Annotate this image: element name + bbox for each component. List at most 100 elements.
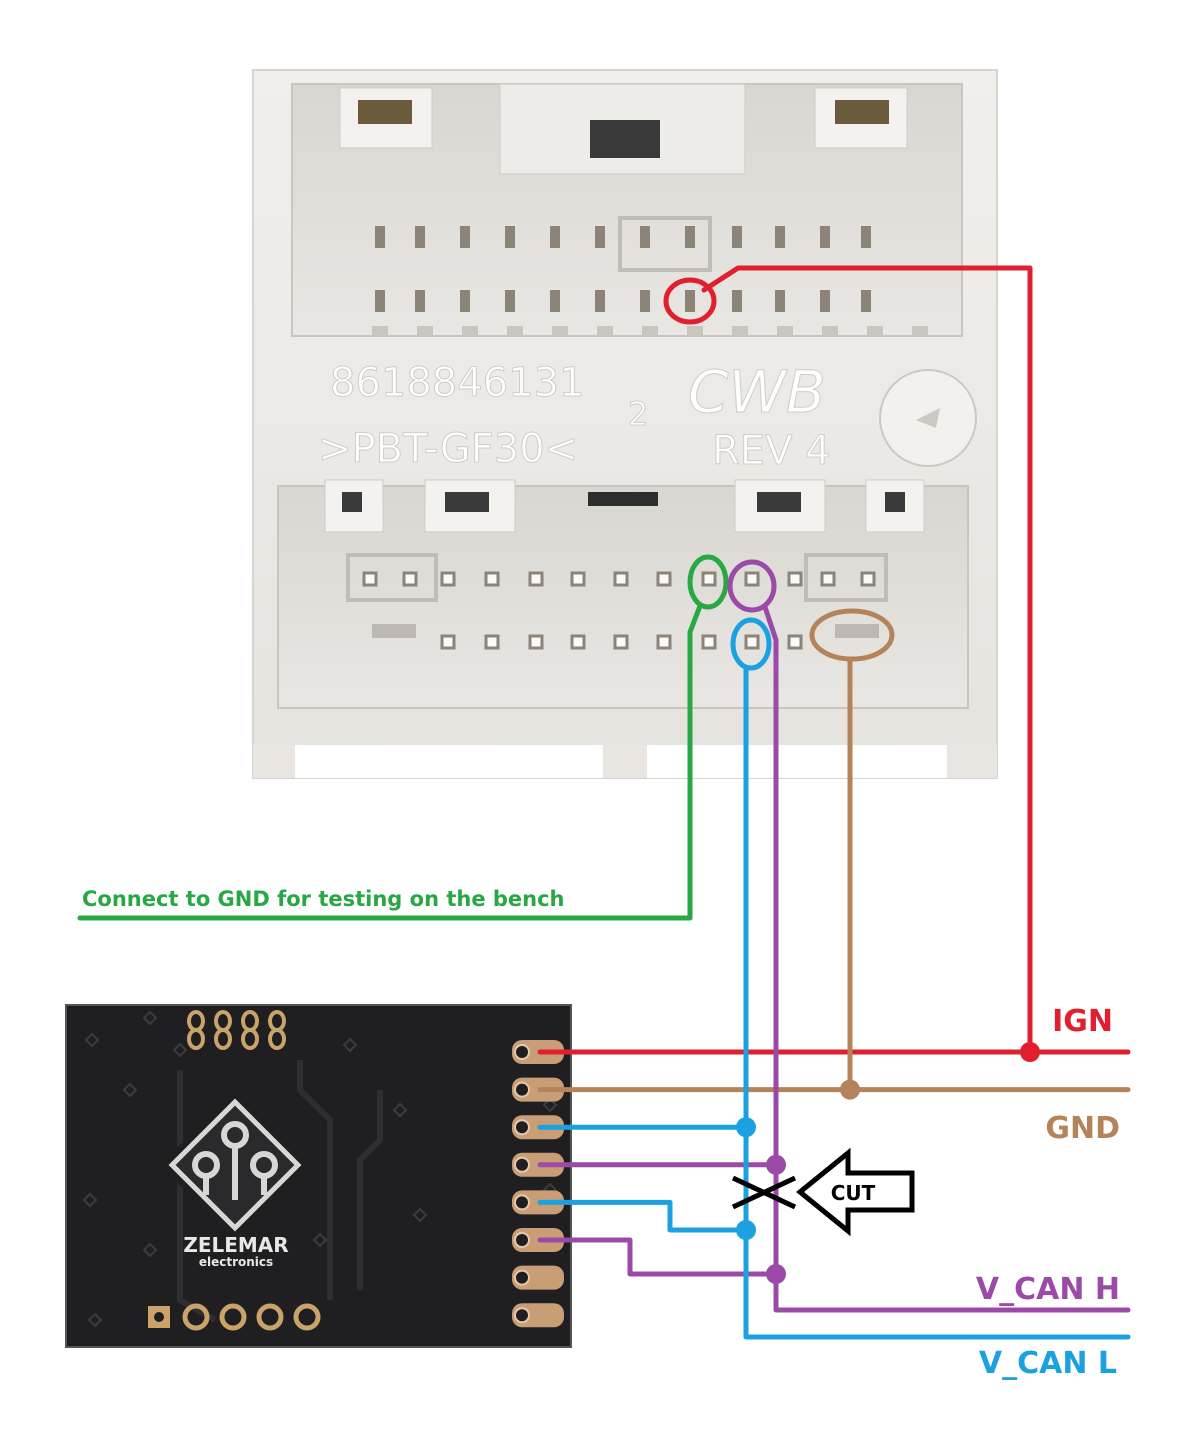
pin-highlight-ring xyxy=(687,554,729,610)
vcan-h-label: V_CAN H xyxy=(976,1272,1120,1307)
terminal-pin xyxy=(640,290,650,312)
upper-pin-rows xyxy=(372,226,928,336)
c1l-wire xyxy=(537,1199,749,1233)
header-pad xyxy=(219,1303,247,1331)
terminal-pin xyxy=(640,226,650,248)
terminal-pin xyxy=(460,226,470,248)
via-mark xyxy=(82,1192,98,1208)
latch-hole xyxy=(445,492,489,512)
date-code-wheel xyxy=(879,369,977,467)
cut-mark-icon xyxy=(731,1175,797,1210)
rib xyxy=(732,326,748,336)
revision-text: REV 4 xyxy=(712,428,831,474)
terminal-pin xyxy=(440,571,456,587)
terminal-pin xyxy=(613,571,629,587)
via-mark xyxy=(87,1312,103,1328)
junction-dot xyxy=(736,1117,756,1138)
terminal-pin xyxy=(528,634,544,650)
pin-hole xyxy=(514,1044,530,1060)
latch-hole xyxy=(342,492,362,512)
can-l-wire xyxy=(743,665,1131,1340)
pin-hole xyxy=(514,1156,530,1173)
terminal-pin xyxy=(861,290,871,312)
terminal-pin xyxy=(787,634,803,650)
pin-frame xyxy=(804,553,888,602)
material-text: >PBT-GF30< xyxy=(318,426,578,472)
cut-callout: CUT xyxy=(731,1147,915,1237)
housing-foot xyxy=(947,745,997,778)
date-wheel-arrow xyxy=(916,408,940,428)
ign-label: IGN xyxy=(1052,1004,1113,1039)
terminal-pin xyxy=(701,634,717,650)
rib xyxy=(372,326,388,336)
via-mark xyxy=(412,1207,428,1223)
via-mark xyxy=(312,1232,328,1248)
rib xyxy=(867,326,883,336)
rib xyxy=(597,326,613,336)
terminal-pin xyxy=(732,290,742,312)
jumper-pad xyxy=(268,1028,286,1050)
rib xyxy=(777,326,793,336)
pin-hole xyxy=(514,1269,530,1286)
terminal-pin xyxy=(484,571,500,587)
terminal-pin xyxy=(860,571,876,587)
terminal-pin xyxy=(732,226,742,248)
terminal-pin xyxy=(570,571,586,587)
connector-housing: 8618846131 >PBT-GF30< 2 CWB REV 4 xyxy=(252,69,998,779)
latch-hole xyxy=(358,100,412,124)
terminal-pin xyxy=(613,634,629,650)
terminal-pin xyxy=(775,290,785,312)
terminal-pin xyxy=(787,571,803,587)
c1h-wire xyxy=(537,1237,779,1277)
terminal-pin xyxy=(528,571,544,587)
vcan-l-label: V_CAN L xyxy=(979,1346,1117,1381)
lower-cavity xyxy=(277,485,969,709)
jumper-pad xyxy=(214,1028,232,1050)
housing-gap xyxy=(647,745,947,778)
housing-foot xyxy=(253,745,295,778)
rib xyxy=(912,326,928,336)
wires xyxy=(77,265,1131,1340)
pin-hole xyxy=(514,1194,530,1211)
terminal-pin xyxy=(550,290,560,312)
terminal-pin xyxy=(375,226,385,248)
bottom-header-pads xyxy=(148,1303,321,1331)
logo-traces xyxy=(203,1146,267,1200)
cut-label: CUT xyxy=(831,1181,876,1205)
pcb-body xyxy=(65,1004,572,1348)
pin-frame xyxy=(346,553,438,602)
pin-highlight-ring xyxy=(663,277,717,325)
pin-hole xyxy=(514,1307,530,1324)
power-terminal xyxy=(372,624,416,638)
pin-hole xyxy=(514,1081,530,1098)
part-number-text: 8618846131 xyxy=(330,360,585,406)
via-mark xyxy=(122,1082,138,1098)
terminal-pin xyxy=(820,226,830,248)
terminal-pin xyxy=(570,634,586,650)
junction-dot xyxy=(766,1154,786,1175)
header-hole xyxy=(154,1312,164,1322)
board-brand: ZELEMAR xyxy=(183,1233,288,1257)
board-pin-column xyxy=(512,1040,564,1328)
housing-gap xyxy=(295,745,603,778)
zelemar-logo xyxy=(160,1090,310,1240)
terminal-pin xyxy=(415,226,425,248)
rib xyxy=(462,326,478,336)
ign-wire xyxy=(701,265,1033,1053)
brand-text: CWB xyxy=(688,358,826,426)
rib xyxy=(417,326,433,336)
latch-hole xyxy=(835,100,889,124)
rib xyxy=(507,326,523,336)
cut-arrow-icon xyxy=(796,1147,915,1237)
key-slot xyxy=(590,120,660,158)
terminal-pin xyxy=(820,571,836,587)
pcb-trace xyxy=(297,1060,333,1300)
pcb-trace xyxy=(357,1090,383,1290)
terminal-pin xyxy=(861,226,871,248)
housing-foot xyxy=(603,745,647,778)
terminal-pin xyxy=(744,571,760,587)
header-pad xyxy=(256,1303,284,1331)
key-slot xyxy=(588,492,658,506)
bench-gnd-note: Connect to GND for testing on the bench xyxy=(82,887,565,911)
